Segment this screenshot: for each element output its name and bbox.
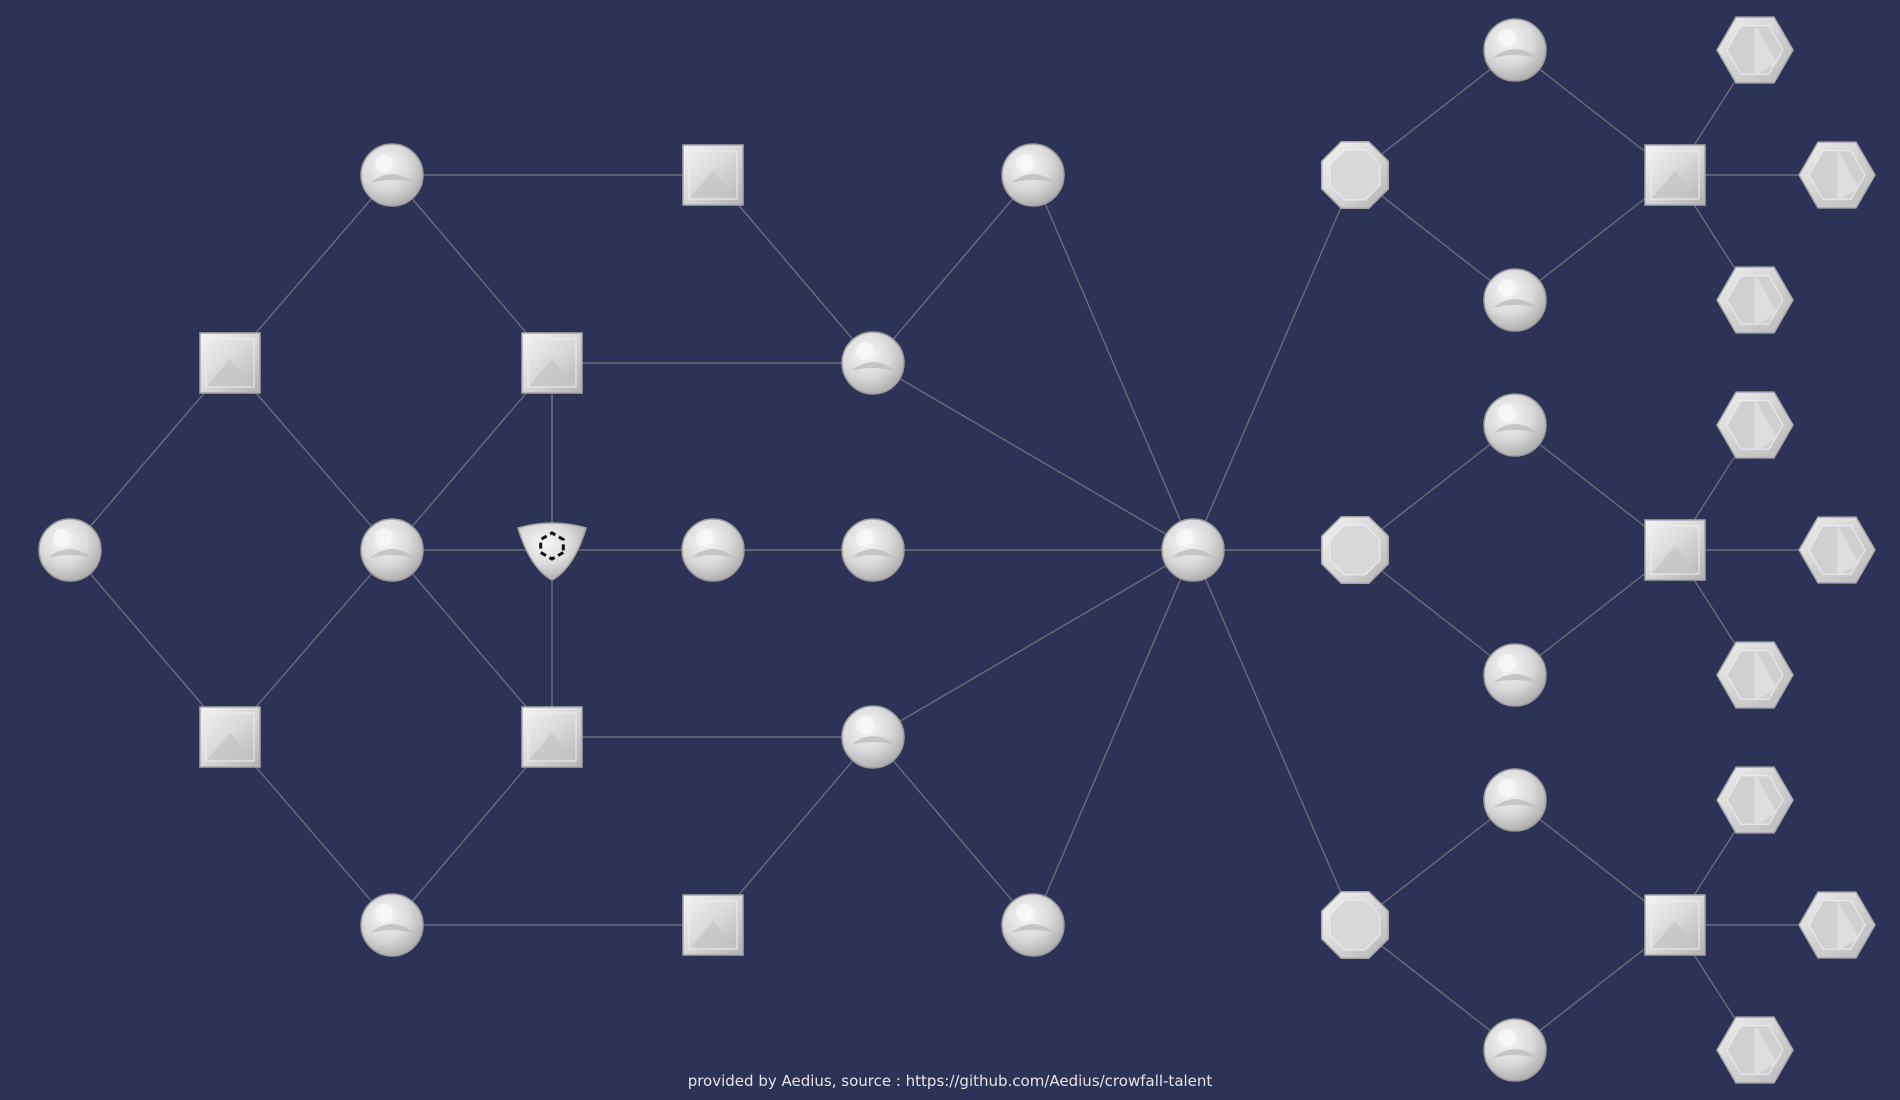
edge-line [69, 362, 231, 551]
talent-node-circle[interactable] [1483, 768, 1547, 832]
talent-node-hexagon[interactable] [1716, 266, 1794, 334]
talent-node-square[interactable] [199, 706, 261, 768]
edges-layer [69, 49, 1837, 1051]
talent-node-circle[interactable] [841, 331, 905, 395]
edge-line [391, 362, 553, 551]
talent-node-circle[interactable] [360, 518, 424, 582]
talent-node-circle[interactable] [1483, 268, 1547, 332]
talent-node-circle[interactable] [1001, 893, 1065, 957]
talent-node-square[interactable] [682, 144, 744, 206]
talent-node-square[interactable] [1644, 894, 1706, 956]
talent-node-circle[interactable] [360, 893, 424, 957]
talent-node-octagon[interactable] [1320, 515, 1390, 585]
nodes-layer [38, 16, 1876, 1084]
talent-node-circle[interactable] [1483, 1018, 1547, 1082]
talent-node-hexagon[interactable] [1798, 516, 1876, 584]
edge-line [391, 174, 553, 364]
talent-node-square[interactable] [521, 332, 583, 394]
talent-node-hexagon[interactable] [1798, 891, 1876, 959]
edge-line [872, 174, 1034, 364]
edge-line [1032, 174, 1194, 551]
edge-line [229, 549, 393, 738]
talent-node-square[interactable] [682, 894, 744, 956]
talent-node-circle[interactable] [1483, 393, 1547, 457]
edge-line [229, 362, 393, 551]
edge-line [1192, 174, 1356, 551]
edge-line [872, 362, 1194, 551]
talent-node-square[interactable] [199, 332, 261, 394]
edge-line [712, 174, 874, 364]
talent-node-hexagon[interactable] [1716, 391, 1794, 459]
edge-line [229, 174, 393, 364]
edge-line [712, 736, 874, 926]
edge-line [1032, 549, 1194, 926]
talent-node-hexagon[interactable] [1716, 1016, 1794, 1084]
talent-node-circle[interactable] [1483, 18, 1547, 82]
talent-node-hexagon[interactable] [1716, 16, 1794, 84]
talent-node-octagon[interactable] [1320, 890, 1390, 960]
talent-node-circle[interactable] [360, 143, 424, 207]
talent-node-octagon[interactable] [1320, 140, 1390, 210]
edge-line [872, 549, 1194, 738]
edge-line [391, 549, 553, 738]
talent-node-hexagon[interactable] [1716, 641, 1794, 709]
talent-node-shield[interactable] [517, 522, 587, 581]
talent-node-circle[interactable] [841, 705, 905, 769]
talent-node-hexagon[interactable] [1716, 766, 1794, 834]
talent-node-square[interactable] [1644, 519, 1706, 581]
edge-line [1192, 549, 1356, 926]
hexagon-marker-icon [539, 531, 565, 561]
talent-node-square[interactable] [1644, 144, 1706, 206]
edge-line [69, 549, 231, 738]
talent-node-circle[interactable] [38, 518, 102, 582]
talent-node-circle[interactable] [841, 518, 905, 582]
talent-node-square[interactable] [521, 706, 583, 768]
edge-line [872, 736, 1034, 926]
edge-line [391, 736, 553, 926]
talent-node-circle[interactable] [1001, 143, 1065, 207]
talent-node-circle[interactable] [681, 518, 745, 582]
talent-node-circle[interactable] [1483, 643, 1547, 707]
talent-node-hexagon[interactable] [1798, 141, 1876, 209]
credit-footer: provided by Aedius, source : https://git… [687, 1072, 1213, 1090]
edge-line [229, 736, 393, 926]
talent-node-circle[interactable] [1161, 518, 1225, 582]
